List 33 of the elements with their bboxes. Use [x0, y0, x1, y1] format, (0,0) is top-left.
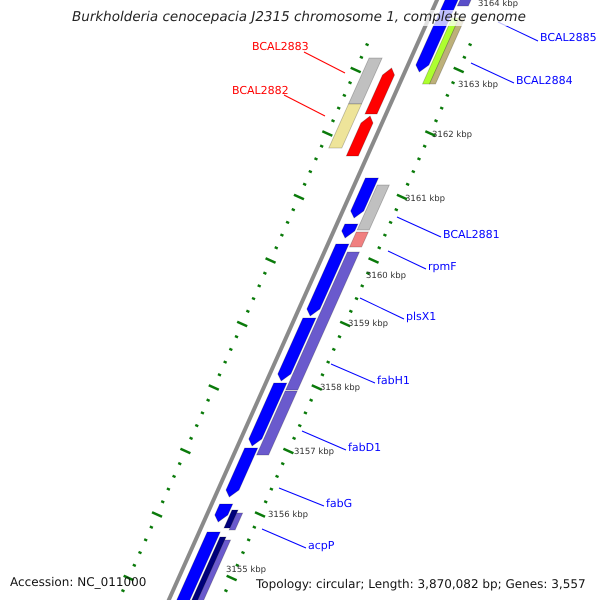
scale-label: 3155 kbp	[226, 566, 266, 576]
gene-label: fabG	[326, 498, 352, 511]
leader-line	[284, 94, 326, 116]
leader-line	[388, 250, 426, 270]
gene-label: BCAL2884	[516, 75, 573, 88]
gene-label: plsX1	[406, 311, 436, 324]
leader-line	[278, 488, 324, 506]
accession-note: Accession: NC_011000	[10, 576, 146, 590]
scale-label: 3158 kbp	[320, 384, 360, 394]
scale-label: 3160 kbp	[366, 272, 406, 282]
leader-line	[302, 430, 346, 450]
leader-line	[470, 62, 514, 84]
leader-line	[396, 216, 442, 238]
scale-label: 3156 kbp	[268, 511, 308, 521]
gene-label: acpP	[308, 540, 334, 553]
scale-label: 3161 kbp	[405, 195, 446, 205]
leader-line	[304, 52, 346, 74]
gene-label: fabD1	[348, 442, 382, 455]
scale-label: 3163 kbp	[458, 81, 498, 91]
gene-label: BCAL2881	[443, 229, 500, 242]
scale-label: 3157 kbp	[294, 448, 334, 458]
leader-line	[360, 298, 404, 320]
gene-label: BCAL2882	[232, 85, 289, 98]
leader-line	[330, 364, 376, 384]
gene-label: rpmF	[428, 261, 457, 274]
title: Burkholderia cenocepacia J2315 chromosome 1, complete genome	[72, 10, 526, 26]
gene-label: BCAL2883	[252, 41, 309, 54]
leader-line	[262, 528, 306, 548]
gene-label: fabH1	[377, 375, 410, 388]
topology-note: Topology: circular; Length: 3,870,082 bp; Genes: 3,557	[256, 578, 586, 592]
gene-label: BCAL2885	[540, 32, 597, 45]
scale-label: 3159 kbp	[348, 320, 388, 330]
scale-label: 3162 kbp	[432, 131, 472, 141]
